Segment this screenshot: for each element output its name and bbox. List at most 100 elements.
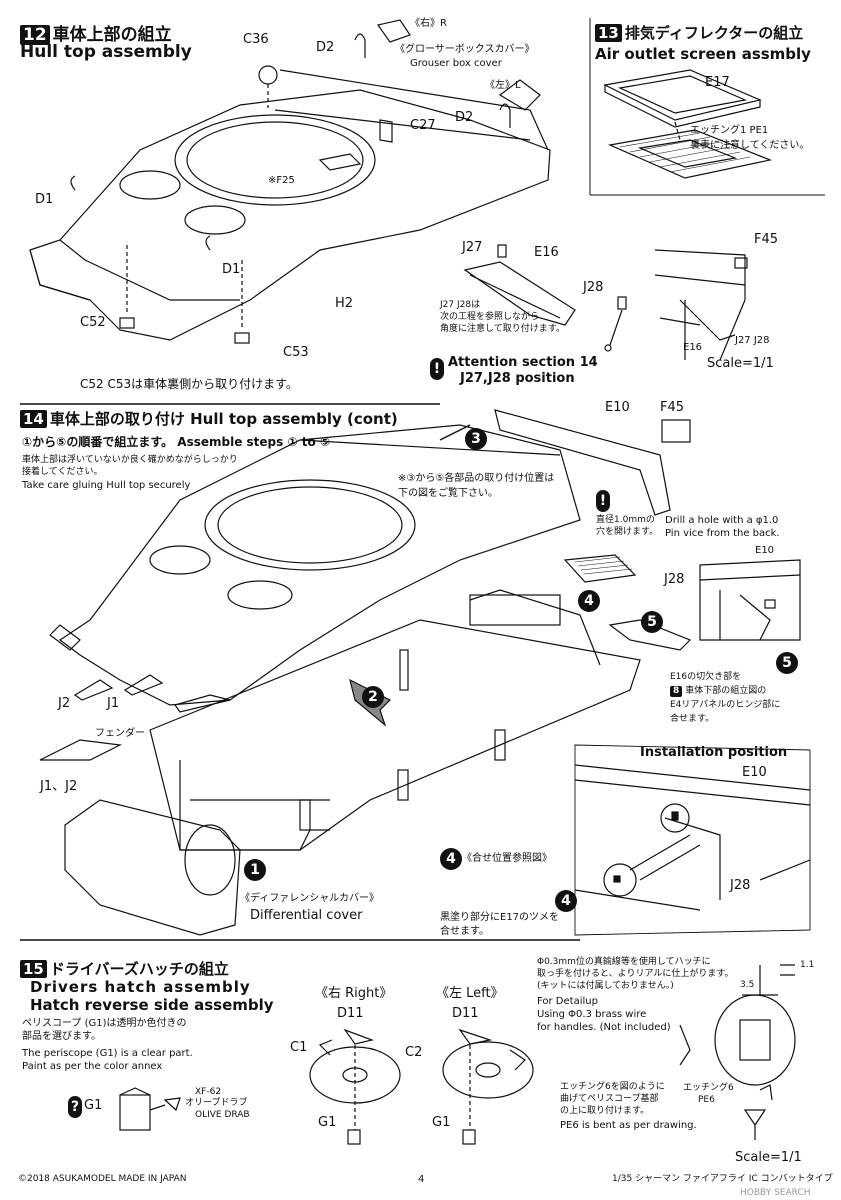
part-e16: E16 xyxy=(534,245,559,260)
j27-j28-note-1: J27 J28は xyxy=(440,300,481,310)
drill-en-2: Pin vice from the back. xyxy=(665,528,780,539)
grouser-jp: 《グローサーボックスカバー》 xyxy=(395,44,535,55)
step13-title-en: Air outlet screen assmbly xyxy=(595,45,811,63)
drill-jp-1: 直径1.0mmの xyxy=(596,515,655,525)
black-note-2: 合せます。 xyxy=(440,926,489,937)
part-d2-top: D2 xyxy=(316,40,335,55)
periscope-en-1: The periscope (G1) is a clear part. xyxy=(22,1048,193,1059)
scale-mid: Scale=1/1 xyxy=(707,356,774,371)
step-circle-5: 5 xyxy=(641,611,663,633)
drivers-hatch-drawing-right xyxy=(309,1028,401,1145)
step-circle-2: 2 xyxy=(362,686,384,708)
part-h2: H2 xyxy=(335,296,354,311)
step-circle-4-detail: 4 xyxy=(555,890,577,912)
periscope-drawing xyxy=(119,1087,181,1131)
step-circle-1: 1 xyxy=(244,859,266,881)
part-c52: C52 xyxy=(80,315,106,330)
part-d11-right: D11 xyxy=(337,1006,364,1021)
hatch-detail-drawing xyxy=(679,964,796,1140)
scale-step15: Scale=1/1 xyxy=(735,1150,802,1165)
dim-1-1: 1.1 xyxy=(800,960,815,970)
step-circle-4-ref: 4 xyxy=(440,848,462,870)
etch-pe1: エッチング1 PE1 xyxy=(690,125,769,136)
part-j1-j2: J1、J2 xyxy=(40,779,78,794)
wire-jp-3: (キットには付属しておりません。) xyxy=(537,981,674,991)
pe-jp-2: 曲げてペリスコープ基部 xyxy=(560,1094,659,1104)
pe6-jp: エッチング6 xyxy=(683,1083,734,1093)
drill-jp-2: 穴を開けます。 xyxy=(596,527,659,537)
step-circle-4: 4 xyxy=(578,590,600,612)
installation-detail-drawing-f45 xyxy=(654,249,748,361)
wire-en-3: for handles. (Not included) xyxy=(537,1022,671,1033)
periscope-jp-2: 部品を選びます。 xyxy=(22,1031,101,1042)
part-e17: E17 xyxy=(705,75,730,90)
paint-olive-jp: オリーブドラブ xyxy=(185,1098,248,1108)
wire-jp-2: 取っ手を付けると、よりリアルに仕上がります。 xyxy=(537,969,734,979)
periscope-jp-1: ペリスコープ (G1)は透明か色付きの xyxy=(22,1018,187,1029)
part-f45: F45 xyxy=(660,400,685,415)
part-f25: ※F25 xyxy=(268,175,295,186)
hull-assembly-drawing-14 xyxy=(39,409,692,936)
attention-2: J27,J28 position xyxy=(460,371,575,386)
part-j2: J2 xyxy=(58,696,71,711)
ref-position-title: 《合せ位置参照図》 xyxy=(462,853,552,864)
pe6-label: PE6 xyxy=(698,1095,715,1105)
part-e10-detail: E10 xyxy=(742,765,767,780)
hatch-right-label: 《右 Right》 xyxy=(315,986,393,1001)
part-d2-right: D2 xyxy=(455,110,474,125)
diff-cover-en: Differential cover xyxy=(250,908,363,923)
installation-position: Installation position xyxy=(640,745,788,760)
footer-page: 4 xyxy=(418,1174,425,1185)
step-circle-5-inset: 5 xyxy=(776,652,798,674)
part-j28-inset: J28 xyxy=(664,572,685,587)
paint-icon: ? xyxy=(68,1096,82,1118)
air-outlet-drawing-13 xyxy=(603,69,773,179)
step-circle-3: 3 xyxy=(465,428,487,450)
step12-note: C52 C53は車体裏側から取り付けます。 xyxy=(80,377,298,391)
pe-jp-3: の上に取り付けます。 xyxy=(560,1106,650,1116)
part-c36: C36 xyxy=(243,32,269,47)
attention-icon: ! xyxy=(430,358,444,380)
hinge-note-1: E16の切欠き部を xyxy=(670,672,742,682)
diff-cover-jp: 《ディファレンシャルカバー》 xyxy=(240,893,379,904)
step15-title-en2: Hatch reverse side assembly xyxy=(30,996,274,1014)
part-g1-left: G1 xyxy=(432,1115,451,1130)
etch-note: 裏表に注意してください。 xyxy=(690,140,810,151)
installation-detail-drawing xyxy=(574,744,811,936)
part-g1-right: G1 xyxy=(318,1115,337,1130)
e10-inset-drawing xyxy=(699,559,801,641)
grouser-en: Grouser box cover xyxy=(410,58,502,69)
dim-3-5: 3.5 xyxy=(740,980,755,990)
glue-note-jp-1: 車体上部は浮いていないか良く確かめながらしっかり xyxy=(22,455,238,465)
part-c27: C27 xyxy=(410,118,436,133)
footer-copyright: ©2018 ASUKAMODEL MADE IN JAPAN xyxy=(18,1174,187,1184)
step15-title-en1: Drivers hatch assembly xyxy=(30,978,251,996)
paint-xf62: XF-62 xyxy=(195,1087,222,1097)
fender-label: フェンダー xyxy=(95,728,145,739)
part-e10-inset: E10 xyxy=(755,545,775,556)
part-j28-detail: J28 xyxy=(730,878,751,893)
hinge-note-4: 合せます。 xyxy=(670,714,715,724)
hull-top-drawing-12 xyxy=(29,19,551,344)
hatch-left-label: 《左 Left》 xyxy=(436,986,504,1001)
wire-en-1: For Detailup xyxy=(537,996,598,1007)
ref-note-2: 下の図をご覧下さい。 xyxy=(398,488,498,499)
assemble-order: ①から⑤の順番で組立ます。 Assemble steps ① to ⑤ xyxy=(22,435,331,449)
drill-icon: ! xyxy=(596,490,610,512)
part-d1-mid: D1 xyxy=(222,262,241,277)
footer-watermark: HOBBY SEARCH xyxy=(740,1188,811,1198)
flap-drawing-e16 xyxy=(463,244,627,352)
wire-en-2: Using Φ0.3 brass wire xyxy=(537,1009,647,1020)
paint-olive-en: OLIVE DRAB xyxy=(195,1110,250,1120)
periscope-en-2: Paint as per the color annex xyxy=(22,1061,163,1072)
glue-note-jp-2: 接着してください。 xyxy=(22,467,103,477)
footer-product: 1/35 シャーマン ファイアフライ IC コンバットタイプ xyxy=(612,1174,833,1184)
hinge-note-3: E4リアパネルのヒンジ部に xyxy=(670,700,781,710)
ref-note-1: ※③から⑤各部品の取り付け位置は xyxy=(398,473,555,484)
